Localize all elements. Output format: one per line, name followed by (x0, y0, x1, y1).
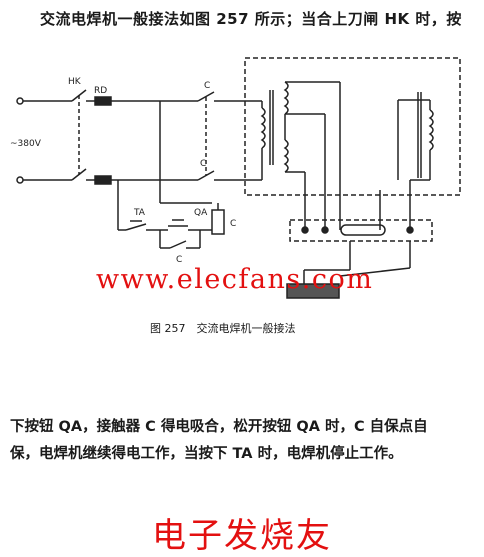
intro-text-line: 交流电焊机一般接法如图 257 所示；当合上刀闸 HK 时，按 (40, 10, 462, 28)
watermark-url: www.elecfans.com (96, 264, 374, 295)
label-coil-c: C (230, 219, 236, 229)
label-hk: HK (68, 77, 82, 87)
welder-wiring-diagram: HK RD ~380V C C TA QA C C (10, 57, 461, 299)
label-ta: TA (133, 208, 146, 218)
label-contact-c-lower: C (200, 159, 206, 169)
paragraph-line: 下按钮 QA，接触器 C 得电吸合，松开按钮 QA 时，C 自保点自 (10, 419, 428, 435)
label-contact-c-upper: C (204, 81, 210, 91)
footer-brand: 电子发烧友 (152, 516, 332, 556)
paragraph-line: 保，电焊机继续得电工作，当按下 TA 时，电焊机停止工作。 (10, 446, 403, 462)
label-rd: RD (94, 86, 107, 96)
label-voltage: ~380V (10, 139, 42, 149)
label-hold-c: C (176, 255, 182, 265)
body-paragraph: 下按钮 QA，接触器 C 得电吸合，松开按钮 QA 时，C 自保点自 保，电焊机… (10, 414, 474, 468)
figure-caption: 图 257 交流电焊机一般接法 (150, 322, 296, 335)
label-qa: QA (194, 208, 208, 218)
